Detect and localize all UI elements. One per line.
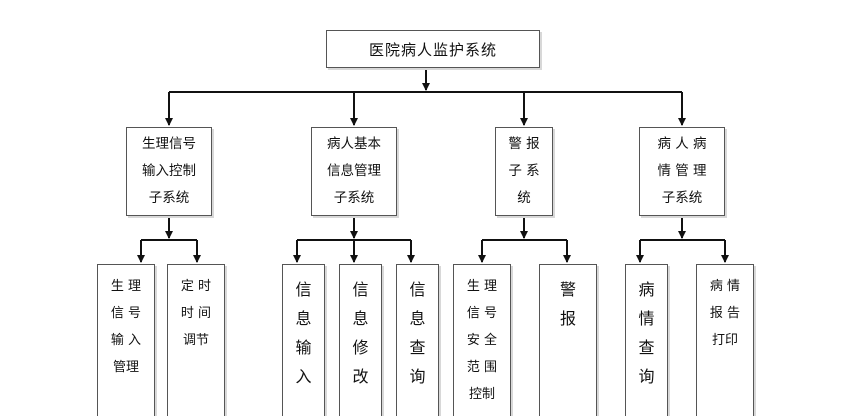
subsystem-label: 警 报 子 系 统 [508,136,540,206]
leaf-safe-range-control: 生 理 信 号 安 全 范 围 控制 [453,264,511,416]
subsystem-alarm: 警 报 子 系 统 [495,127,553,216]
leaf-info-query: 信 息 查 询 [396,264,439,416]
leaf-info-input: 信 息 输 入 [282,264,325,416]
leaf-condition-query: 病 情 查 询 [625,264,668,416]
root-label: 医院病人监护系统 [368,40,497,59]
leaf-label: 信 息 修 改 [352,280,369,386]
subsystem-label: 病人基本 信息管理 子系统 [327,136,381,206]
leaf-label: 信 息 输 入 [295,280,312,386]
leaf-label: 生 理 信 号 安 全 范 围 控制 [466,279,498,402]
subsystem-patient-info: 病人基本 信息管理 子系统 [311,127,397,216]
root-node: 医院病人监护系统 [326,30,540,68]
subsystem-physiological-signal: 生理信号 输入控制 子系统 [126,127,212,216]
leaf-info-modify: 信 息 修 改 [339,264,382,416]
leaf-alarm: 警 报 [539,264,597,416]
leaf-label: 病 情 查 询 [638,280,655,386]
leaf-condition-report-print: 病 情 报 告 打印 [696,264,754,416]
subsystem-label: 病 人 病 情 管 理 子系统 [657,136,707,206]
leaf-label: 警 报 [559,280,576,328]
subsystem-label: 生理信号 输入控制 子系统 [142,136,196,206]
leaf-label: 信 息 查 询 [409,280,426,386]
leaf-label: 定 时 时 间 调节 [180,279,212,348]
leaf-timer-adjust: 定 时 时 间 调节 [167,264,225,416]
leaf-signal-input-management: 生 理 信 号 输 入 管理 [97,264,155,416]
leaf-label: 生 理 信 号 输 入 管理 [110,279,142,375]
leaf-label: 病 情 报 告 打印 [709,279,741,348]
subsystem-patient-condition: 病 人 病 情 管 理 子系统 [639,127,725,216]
